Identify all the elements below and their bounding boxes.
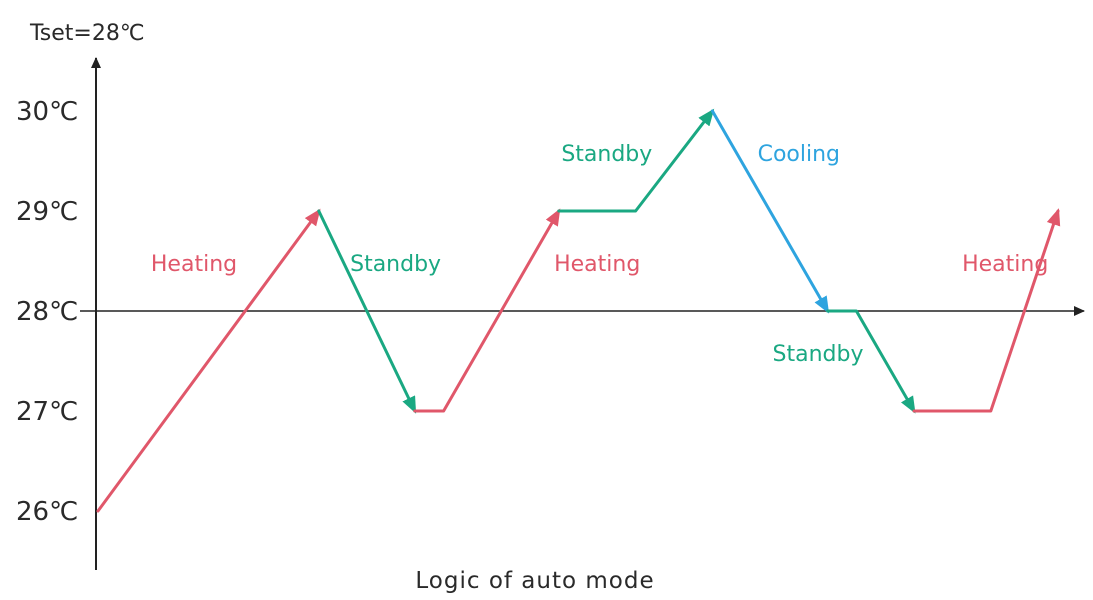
standby-segment xyxy=(317,209,417,414)
y-tick-label: 28℃ xyxy=(16,297,78,327)
y-tick-label: 29℃ xyxy=(16,197,78,227)
mode-label-standby: Standby xyxy=(773,342,864,367)
cooling-segment xyxy=(710,109,830,314)
mode-label-standby: Standby xyxy=(561,142,652,167)
y-tick-label: 30℃ xyxy=(16,97,78,127)
y-axis-tick-labels: 30℃ 29℃ 28℃ 27℃ 26℃ xyxy=(16,97,78,527)
y-tick-label: 26℃ xyxy=(16,497,78,527)
diagram-caption: Logic of auto mode xyxy=(415,568,654,594)
temperature-path xyxy=(96,108,1061,513)
mode-label-standby: Standby xyxy=(350,252,441,277)
heating-segment xyxy=(912,208,1061,413)
mode-label-heating: Heating xyxy=(554,252,640,277)
mode-label-cooling: Cooling xyxy=(758,142,840,167)
mode-label-heating: Heating xyxy=(151,252,237,277)
heating-segment xyxy=(413,208,561,413)
standby-segment xyxy=(557,108,715,213)
heating-segment xyxy=(96,208,321,513)
y-tick-label: 27℃ xyxy=(16,397,78,427)
mode-label-heating: Heating xyxy=(962,252,1048,277)
standby-segment xyxy=(826,309,916,414)
y-axis-title: Tset=28℃ xyxy=(29,21,145,46)
